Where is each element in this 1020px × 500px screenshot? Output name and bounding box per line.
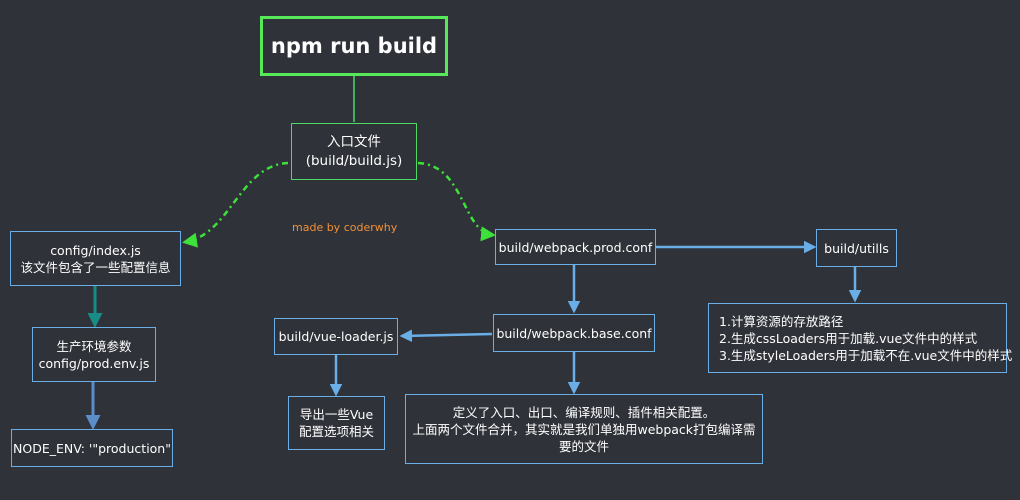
node-utils-description-line3: 3.生成styleLoaders用于加载不在.vue文件中的样式: [719, 347, 1013, 363]
node-npm-run-build-label: npm run build: [270, 33, 438, 58]
edge-entry-to-config-index: [182, 161, 289, 248]
node-config-index-line1: config/index.js: [50, 242, 141, 258]
node-vue-loader-description-line1: 导出一些Vue: [299, 407, 374, 422]
node-utils-label: build/utills: [824, 240, 889, 256]
node-webpack-prod-conf-label: build/webpack.prod.conf: [498, 239, 653, 255]
node-base-description-line2: 上面两个文件合并，其实就是我们单独用webpack打包编译需: [412, 421, 756, 437]
node-entry-file-line2: (build/build.js): [305, 152, 403, 169]
node-entry-file: 入口文件 (build/build.js): [291, 123, 417, 180]
node-prod-env-line1: 生产环境参数: [56, 338, 132, 354]
node-utils: build/utills: [816, 229, 897, 267]
node-vue-loader-description: 导出一些Vue 配置选项相关: [288, 396, 385, 450]
node-webpack-base-conf-label: build/webpack.base.conf: [496, 325, 652, 341]
node-utils-description-line2: 2.生成cssLoaders用于加载.vue文件中的样式: [719, 330, 978, 346]
edge-webpack-base-to-vue-loader: [399, 329, 493, 343]
node-node-env-label: NODE_ENV: '"production": [13, 440, 171, 456]
node-prod-env: 生产环境参数 config/prod.env.js: [32, 327, 156, 382]
node-vue-loader: build/vue-loader.js: [274, 318, 398, 355]
node-webpack-base-conf: build/webpack.base.conf: [493, 314, 655, 352]
node-config-index: config/index.js 该文件包含了一些配置信息: [10, 231, 181, 286]
node-vue-loader-label: build/vue-loader.js: [278, 329, 394, 344]
node-npm-run-build: npm run build: [260, 16, 448, 76]
node-webpack-prod-conf: build/webpack.prod.conf: [495, 229, 656, 265]
node-prod-env-line2: config/prod.env.js: [38, 355, 150, 371]
node-base-description-line3: 要的文件: [558, 438, 609, 454]
node-base-description: 定义了入口、出口、编译规则、插件相关配置。 上面两个文件合并，其实就是我们单独用…: [405, 394, 763, 464]
node-entry-file-line1: 入口文件: [327, 133, 381, 150]
node-vue-loader-description-line2: 配置选项相关: [298, 424, 374, 439]
node-utils-description: 1.计算资源的存放路径 2.生成cssLoaders用于加载.vue文件中的样式…: [708, 303, 1012, 373]
edge-entry-to-webpack-prod: [417, 161, 496, 242]
node-node-env: NODE_ENV: '"production": [11, 429, 173, 467]
node-utils-description-line1: 1.计算资源的存放路径: [719, 313, 844, 329]
credit-text: made by coderwhy: [292, 221, 398, 234]
node-config-index-line2: 该文件包含了一些配置信息: [20, 259, 171, 275]
node-base-description-line1: 定义了入口、出口、编译规则、插件相关配置。: [452, 404, 716, 420]
